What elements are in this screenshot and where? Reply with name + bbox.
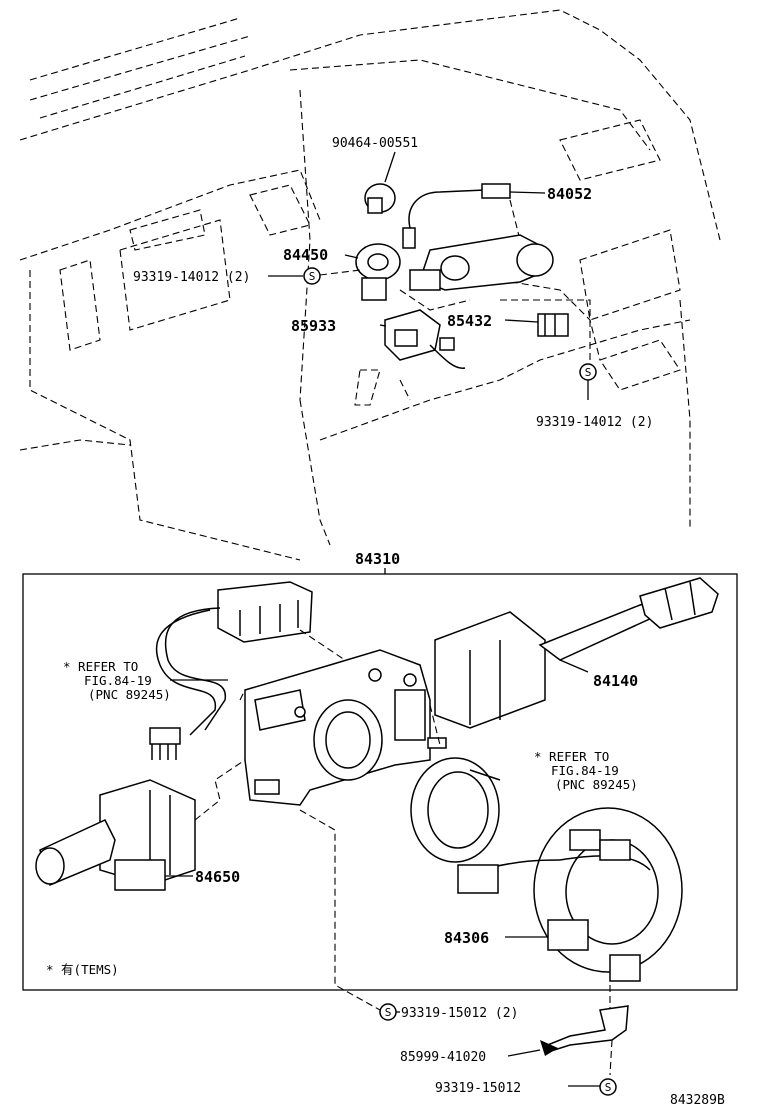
- steering-lock-body: [399, 234, 554, 311]
- spiral-ring-part: [410, 757, 501, 863]
- svg-text:S: S: [385, 1006, 392, 1019]
- label-85999: 85999-41020: [400, 1050, 486, 1065]
- harness-84052-part: [402, 183, 546, 249]
- label-93319-d: 93319-15012: [435, 1081, 521, 1096]
- svg-text:FIG.84-19: FIG.84-19: [551, 763, 619, 778]
- note-refer-right: * REFER TO FIG.84-19 (PNC 89245): [534, 749, 638, 792]
- switch-85933-part: [379, 309, 466, 369]
- label-84140: 84140: [593, 672, 638, 690]
- label-93319-b: 93319-14012 (2): [536, 415, 653, 430]
- wiper-switch-84140-part: [429, 577, 719, 746]
- dashboard-outline: [19, 9, 721, 561]
- label-93319-a: 93319-14012 (2): [133, 270, 250, 285]
- label-84450: 84450: [283, 246, 328, 264]
- screw-symbol-d: S: [599, 1078, 617, 1096]
- legend-tems: * 有(TEMS): [46, 962, 119, 977]
- svg-text:S: S: [585, 366, 592, 379]
- bracket-85999-part: [540, 985, 629, 1076]
- switch-body-part: [239, 649, 447, 1011]
- clamp-90464-part: [364, 151, 396, 214]
- label-93319-c: 93319-15012 (2): [401, 1006, 518, 1021]
- screw-symbol-a: S: [303, 267, 321, 285]
- note-refer-left: * REFER TO FIG.84-19 (PNC 89245): [63, 659, 228, 702]
- connector-harness-part: [149, 581, 346, 760]
- svg-text:(PNC 89245): (PNC 89245): [88, 687, 171, 702]
- svg-text:S: S: [309, 270, 316, 283]
- label-84052: 84052: [547, 185, 592, 203]
- screw-symbol-c: S: [379, 1003, 400, 1021]
- label-84650: 84650: [195, 868, 240, 886]
- svg-text:S: S: [605, 1081, 612, 1094]
- label-85933: 85933: [291, 317, 336, 335]
- svg-text:* REFER TO: * REFER TO: [63, 659, 138, 674]
- svg-text:* REFER TO: * REFER TO: [534, 749, 609, 764]
- switch-84450-part: [319, 243, 401, 301]
- screw-symbol-b: S: [579, 363, 597, 400]
- assembly-frame: [22, 573, 738, 991]
- spiral-cable-84306-part: [457, 807, 683, 982]
- diagram-code: 843289B: [670, 1093, 725, 1108]
- svg-text:(PNC 89245): (PNC 89245): [555, 777, 638, 792]
- svg-text:FIG.84-19: FIG.84-19: [84, 673, 152, 688]
- label-85432: 85432: [447, 312, 492, 330]
- label-84310: 84310: [355, 550, 400, 568]
- turn-switch-84650-part: [35, 759, 246, 891]
- connector-85432-part: [500, 299, 591, 360]
- label-84306: 84306: [444, 929, 489, 947]
- label-90464: 90464-00551: [332, 136, 418, 151]
